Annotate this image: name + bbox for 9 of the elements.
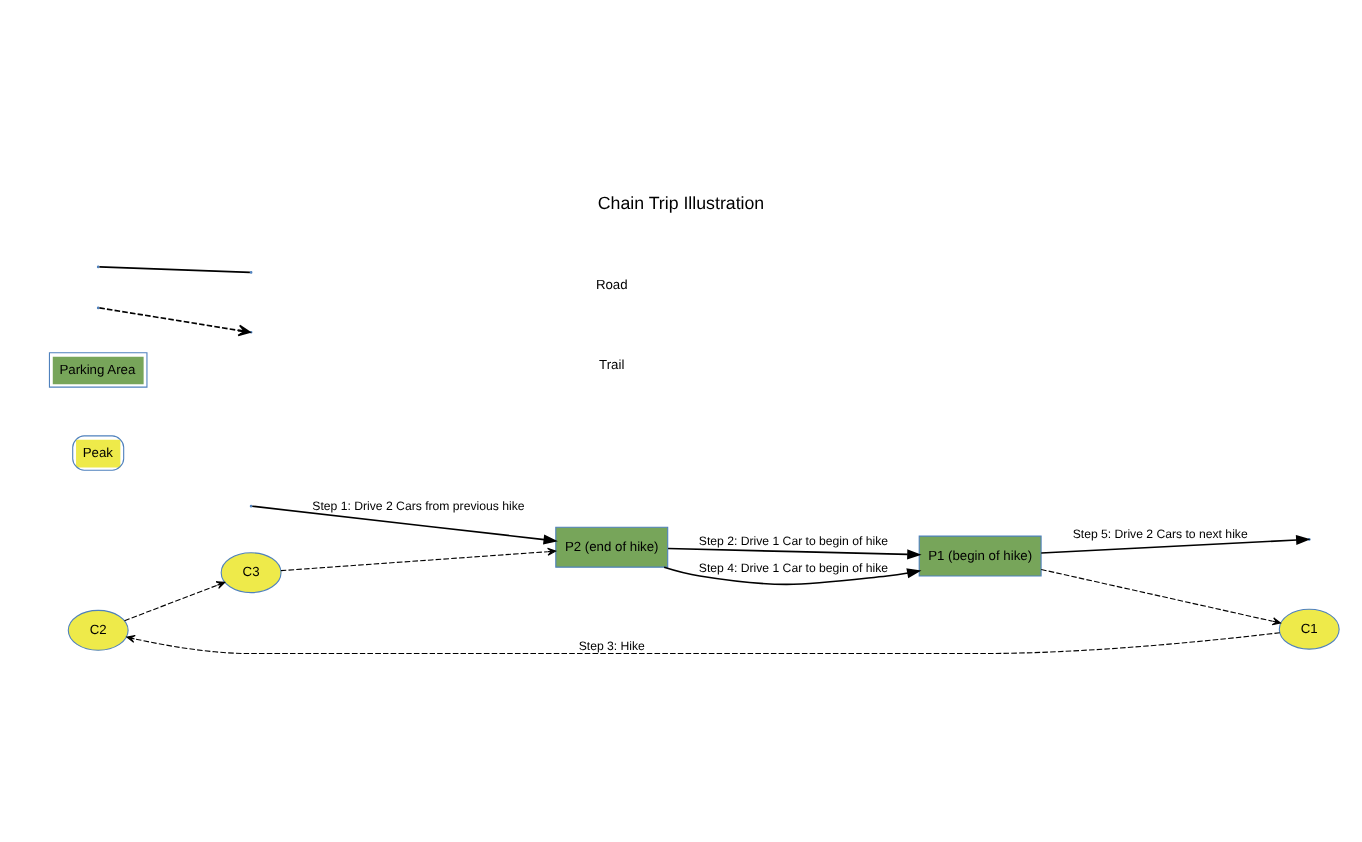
arrow — [1040, 534, 1311, 553]
arrow — [280, 546, 557, 571]
arrow — [663, 565, 922, 585]
arrow — [126, 631, 1281, 654]
arrow — [123, 580, 226, 621]
arrow — [251, 504, 558, 544]
arrow — [667, 546, 922, 559]
diagram-title: Chain Trip Illustration — [597, 192, 765, 213]
arrow — [1040, 567, 1282, 625]
